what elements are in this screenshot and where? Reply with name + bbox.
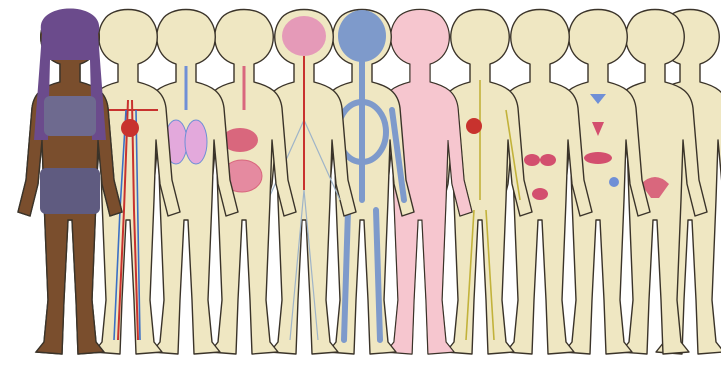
adrenal	[609, 177, 619, 187]
top	[44, 96, 96, 136]
shorts	[40, 168, 100, 214]
right-kidney	[540, 154, 556, 166]
right-lung	[185, 120, 207, 164]
left-kidney	[524, 154, 540, 166]
heart	[121, 119, 139, 137]
brain	[282, 16, 326, 56]
pancreas	[584, 152, 612, 164]
bladder	[532, 188, 548, 200]
lymph-node	[466, 118, 482, 134]
skull	[338, 10, 386, 62]
